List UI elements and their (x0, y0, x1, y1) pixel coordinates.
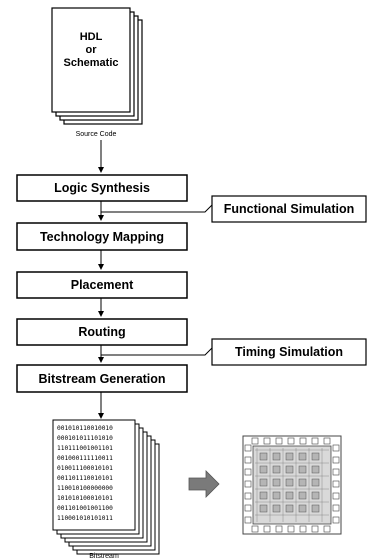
logic-block (298, 491, 307, 500)
logic-block (311, 465, 320, 474)
io-pad (323, 525, 331, 533)
logic-block (272, 491, 281, 500)
bit-line: 010011100010101 (57, 465, 113, 472)
functional-simulation: Functional Simulation (101, 195, 367, 223)
logic-block (311, 504, 320, 513)
bit-line: 110001010101011 (57, 515, 113, 522)
io-pad (244, 468, 252, 476)
bit-line: 001010110010010 (57, 425, 113, 432)
io-pad (323, 437, 331, 445)
io-pad (287, 525, 295, 533)
step-label: Placement (71, 278, 134, 292)
step-routing: Routing (16, 318, 188, 346)
simulation-connector (101, 347, 213, 356)
source-line-1: HDL (80, 31, 103, 43)
source-code-document: HDL or Schematic (51, 7, 143, 125)
source-line-2: or (86, 44, 98, 56)
io-pad (263, 437, 271, 445)
step-label: Technology Mapping (40, 230, 164, 244)
bitstream-caption: Bitstream (89, 553, 119, 560)
io-pad (251, 437, 259, 445)
step-label: Bitstream Generation (38, 372, 165, 386)
bit-line: 001101110010101 (57, 475, 113, 482)
io-pad (299, 437, 307, 445)
simulation-label: Functional Simulation (224, 202, 355, 216)
step-technology-mapping: Technology Mapping (16, 222, 188, 251)
logic-block (272, 452, 281, 461)
io-pad (244, 504, 252, 512)
io-pad (263, 525, 271, 533)
logic-block (298, 504, 307, 513)
io-pad (244, 492, 252, 500)
logic-block (272, 504, 281, 513)
io-pad (299, 525, 307, 533)
logic-block (298, 452, 307, 461)
io-pad (332, 468, 340, 476)
logic-block (259, 465, 268, 474)
io-pad (244, 456, 252, 464)
logic-block (285, 504, 294, 513)
grey-right-arrow-icon (188, 470, 220, 498)
timing-simulation: Timing Simulation (101, 338, 367, 366)
bitstream-document: 001010110010010 000101011101010 11011100… (52, 419, 160, 555)
step-placement: Placement (16, 271, 188, 299)
io-pad (275, 437, 283, 445)
io-pad (332, 456, 340, 464)
bit-line: 001101001001100 (57, 505, 113, 512)
io-pad (332, 444, 340, 452)
step-bitstream-generation: Bitstream Generation (16, 364, 188, 393)
logic-block (259, 491, 268, 500)
io-pad (332, 492, 340, 500)
step-label: Logic Synthesis (54, 181, 150, 195)
logic-block (285, 465, 294, 474)
io-pad (244, 516, 252, 524)
io-pad (244, 480, 252, 488)
logic-block (311, 491, 320, 500)
logic-block (298, 465, 307, 474)
logic-block (311, 452, 320, 461)
source-line-3: Schematic (63, 57, 118, 69)
logic-block (285, 452, 294, 461)
source-code-caption: Source Code (76, 131, 117, 138)
bit-line: 110010100000000 (57, 485, 113, 492)
bit-line: 001000111110011 (57, 455, 113, 462)
logic-block (285, 491, 294, 500)
io-pad (311, 525, 319, 533)
logic-block (272, 478, 281, 487)
logic-block (298, 478, 307, 487)
io-pad (275, 525, 283, 533)
io-pad (287, 437, 295, 445)
fpga-chip-icon (242, 435, 342, 535)
logic-block (259, 504, 268, 513)
bit-line: 000101011101010 (57, 435, 113, 442)
logic-block (311, 478, 320, 487)
io-pad (332, 504, 340, 512)
logic-block (285, 478, 294, 487)
io-pad (332, 516, 340, 524)
bit-line: 101010100010101 (57, 495, 113, 502)
logic-block (259, 452, 268, 461)
logic-block (259, 478, 268, 487)
step-logic-synthesis: Logic Synthesis (16, 174, 188, 202)
io-pad (244, 444, 252, 452)
simulation-connector (101, 204, 213, 213)
io-pad (251, 525, 259, 533)
step-label: Routing (78, 325, 125, 339)
io-pad (311, 437, 319, 445)
simulation-label: Timing Simulation (235, 345, 343, 359)
bit-line: 110111001001101 (57, 445, 113, 452)
io-pad (332, 480, 340, 488)
logic-block (272, 465, 281, 474)
